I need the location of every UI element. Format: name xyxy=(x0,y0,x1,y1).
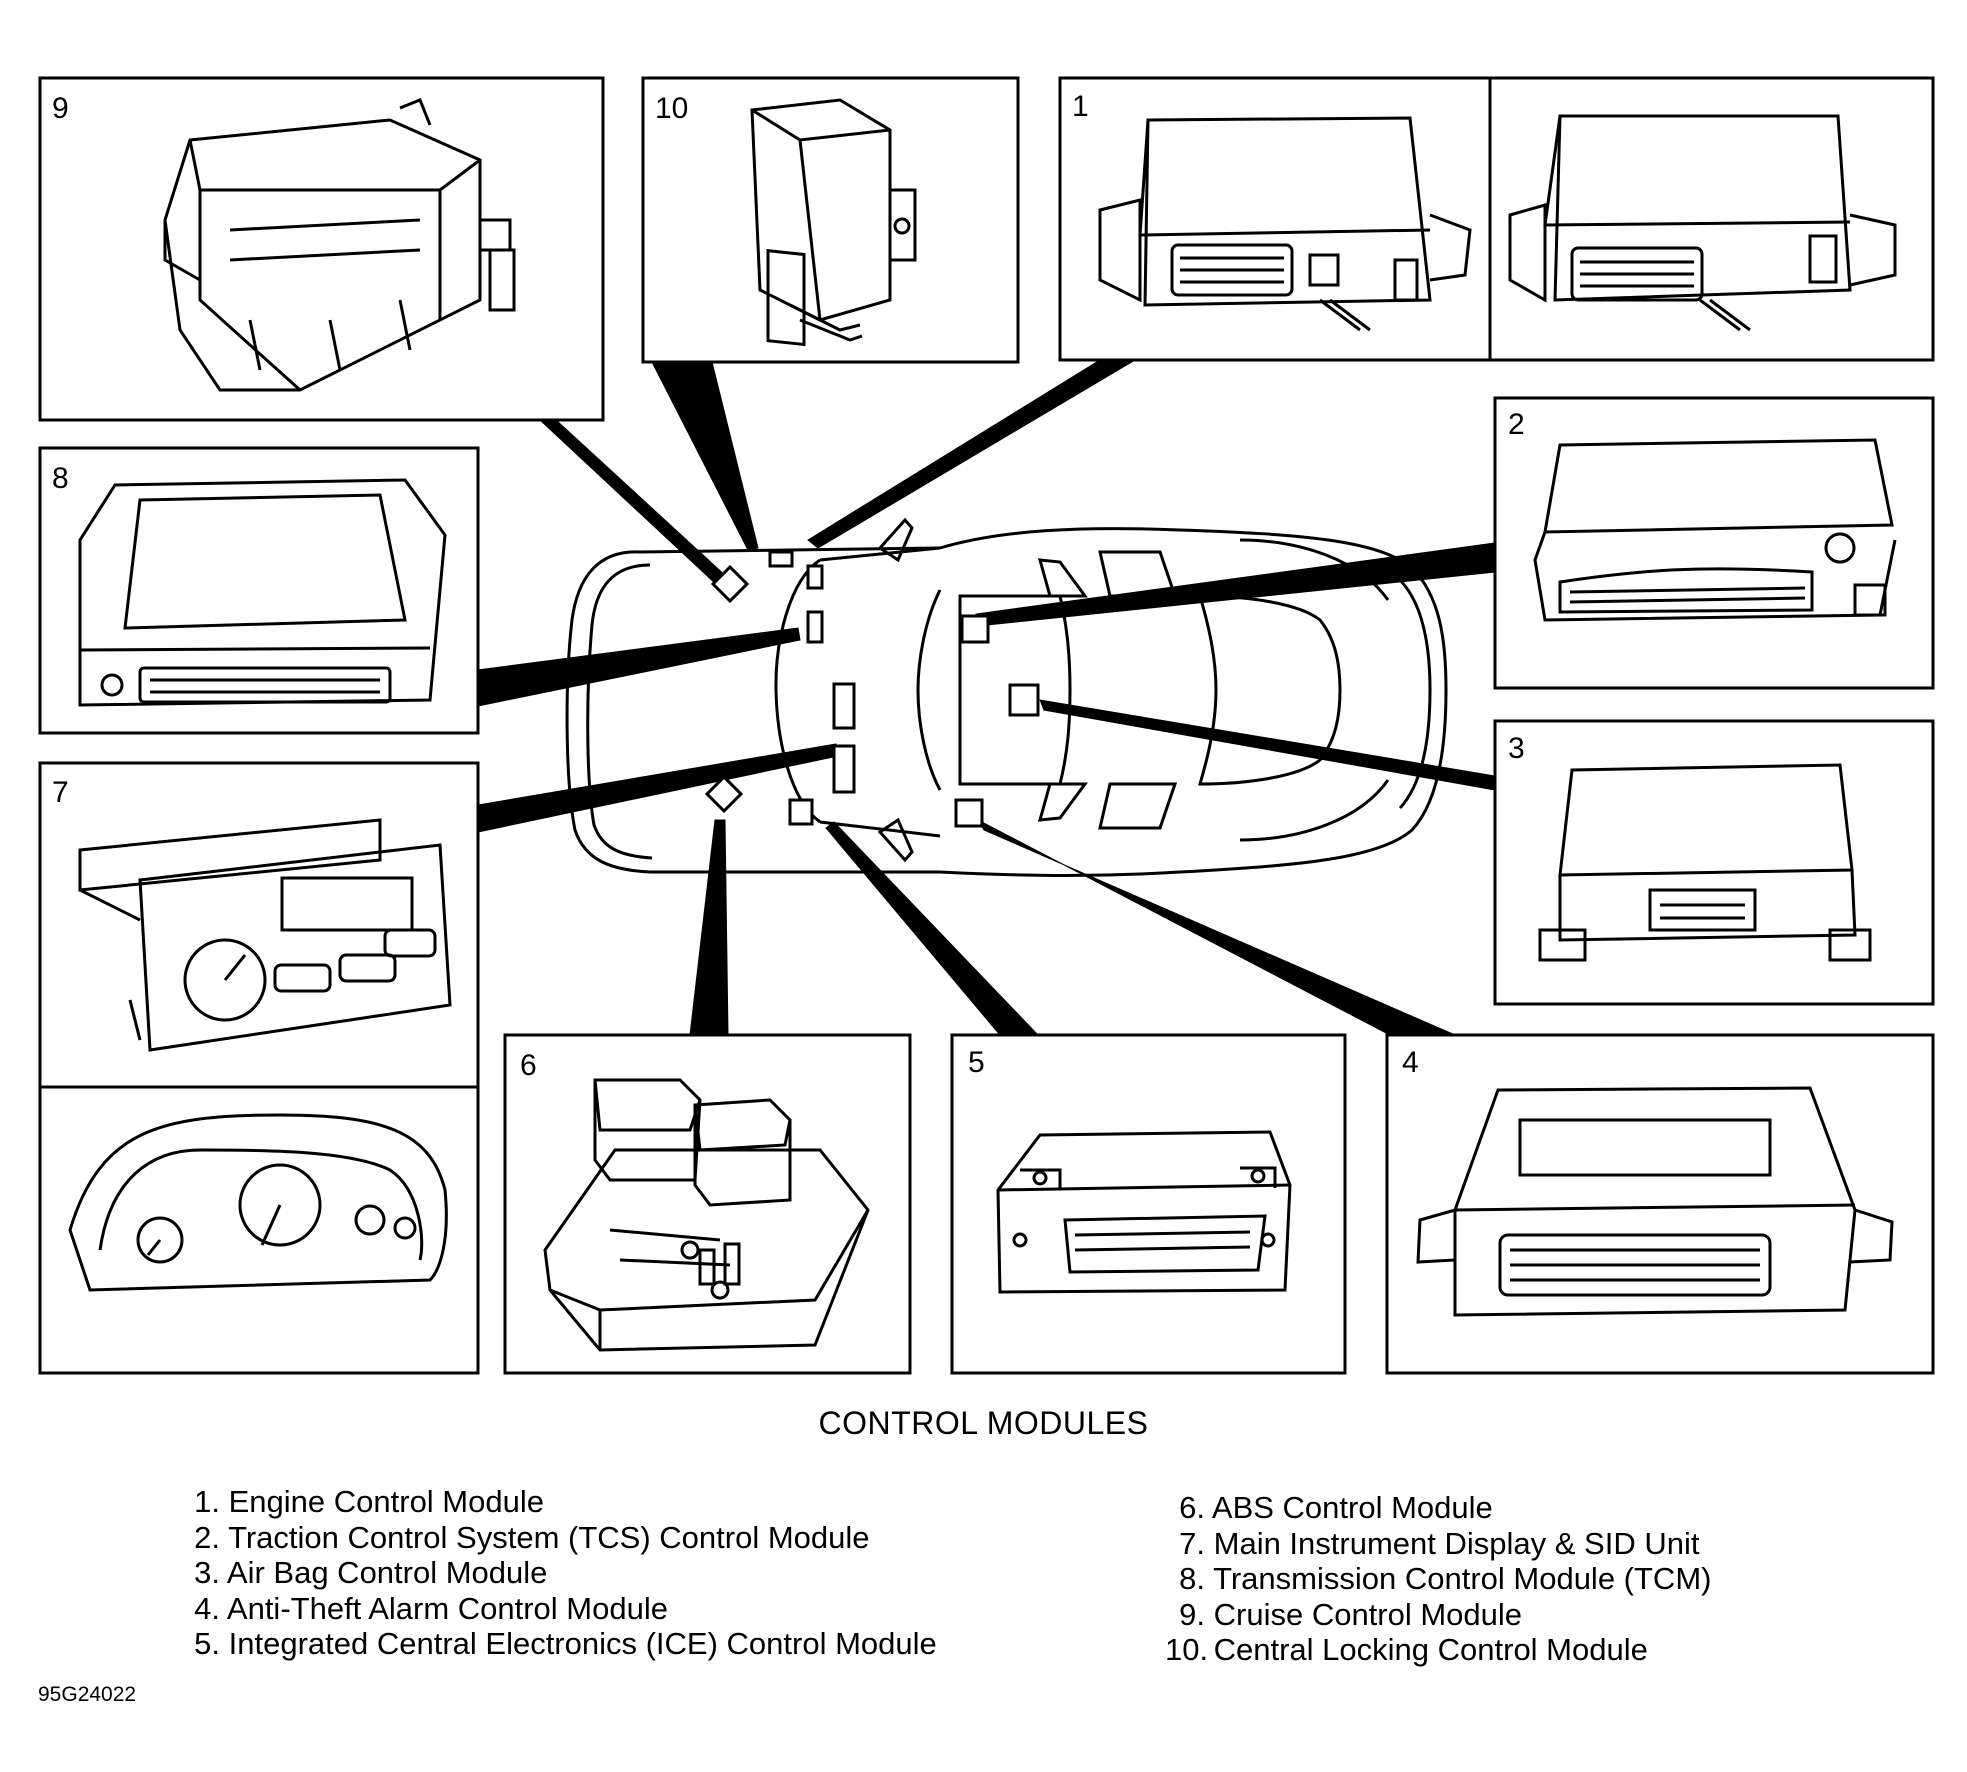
box-number-labels: 9 10 1 2 3 8 7 6 5 4 xyxy=(52,90,1525,1082)
abs-control-module-illustration xyxy=(543,1078,870,1352)
legend-right-column: 6. ABS Control Module 7. Main Instrument… xyxy=(1165,1490,1711,1668)
box-number-2: 2 xyxy=(1508,408,1525,441)
anti-theft-alarm-module-illustration xyxy=(1416,1086,1894,1317)
leader-lines xyxy=(477,359,1496,1036)
legend-item: 5. Integrated Central Electronics (ICE) … xyxy=(194,1626,937,1661)
tcs-control-module-illustration xyxy=(1533,438,1897,622)
legend-left-column: 1. Engine Control Module 2. Traction Con… xyxy=(180,1484,937,1662)
legend-item: 3. Air Bag Control Module xyxy=(194,1555,548,1590)
box-8 xyxy=(38,446,480,735)
car-top-view xyxy=(565,517,1448,877)
cruise-control-module-illustration xyxy=(163,98,516,392)
transmission-control-module-illustration xyxy=(78,478,447,707)
box-number-3: 3 xyxy=(1508,732,1525,765)
module-boxes xyxy=(38,76,1935,1375)
box-number-9: 9 xyxy=(52,92,69,125)
ice-control-module-illustration xyxy=(996,1130,1292,1294)
box-5 xyxy=(950,1033,1347,1375)
legend-item: 9. Cruise Control Module xyxy=(1179,1596,1523,1632)
air-bag-control-module-illustration xyxy=(1538,763,1872,962)
engine-control-module-illustration xyxy=(1098,114,1897,332)
box-9 xyxy=(38,76,605,422)
box-number-6: 6 xyxy=(520,1049,537,1082)
box-number-8: 8 xyxy=(52,462,69,495)
box-1 xyxy=(1058,76,1935,362)
box-number-10: 10 xyxy=(655,92,688,125)
legend-item: 2. Traction Control System (TCS) Control… xyxy=(194,1519,870,1555)
legend-item: 7. Main Instrument Display & SID Unit xyxy=(1179,1525,1700,1561)
central-locking-module-illustration xyxy=(750,98,917,347)
legend-item: 8. Transmission Control Module (TCM) xyxy=(1179,1561,1712,1596)
legend-item: 4. Anti-Theft Alarm Control Module xyxy=(194,1590,668,1626)
legend-item: 1. Engine Control Module xyxy=(194,1484,544,1519)
main-instrument-display-illustration xyxy=(68,818,452,1292)
box-number-5: 5 xyxy=(968,1046,985,1079)
legend-item: 10. Central Locking Control Module xyxy=(1165,1632,1648,1667)
legend-item: 6. ABS Control Module xyxy=(1179,1490,1493,1525)
box-number-1: 1 xyxy=(1072,90,1089,123)
diagram-title: CONTROL MODULES xyxy=(818,1405,1149,1441)
box-number-7: 7 xyxy=(52,776,69,809)
box-10 xyxy=(641,76,1020,364)
figure-reference-id: 95G24022 xyxy=(38,1683,137,1706)
box-number-4: 4 xyxy=(1402,1046,1419,1079)
